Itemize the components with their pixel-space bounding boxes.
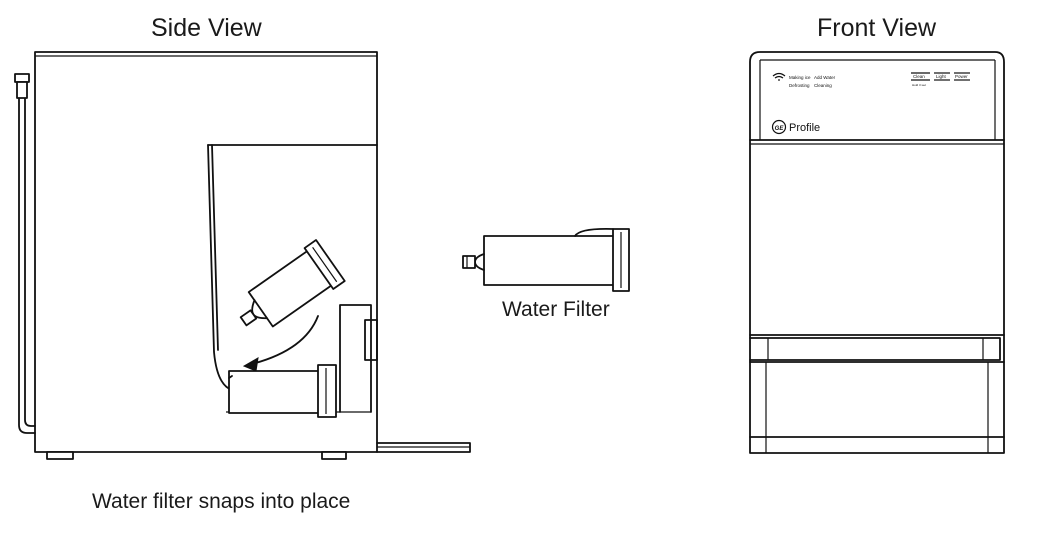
clean-hold-note: Hold 3 sec [912,83,927,87]
clean-button: Clean [913,74,925,79]
front-view-title: Front View [817,14,937,42]
side-view-title: Side View [151,14,262,42]
water-filter-part [462,227,630,292]
filter-tilted [239,239,346,328]
light-button: Light [936,74,947,79]
ge-logo-mark: GE [775,126,785,132]
power-button: Power [955,74,968,79]
profile-logo-text: Profile [789,122,820,134]
control-panel: Making ice Add Water Defrosting Cleaning… [771,72,970,135]
insert-arrow [242,315,319,372]
filter-seated [228,364,337,418]
caption: Water filter snaps into place [92,490,351,513]
status-making-ice: Making ice [789,75,811,80]
ge-logo-icon: GE [771,119,787,135]
front-view-machine [749,51,1005,454]
status-cleaning: Cleaning [814,83,832,88]
water-filter-label: Water Filter [502,298,610,321]
status-add-water: Add Water [814,75,836,80]
wifi-icon [772,72,786,81]
side-view-machine [14,51,471,460]
status-defrosting: Defrosting [789,83,810,88]
